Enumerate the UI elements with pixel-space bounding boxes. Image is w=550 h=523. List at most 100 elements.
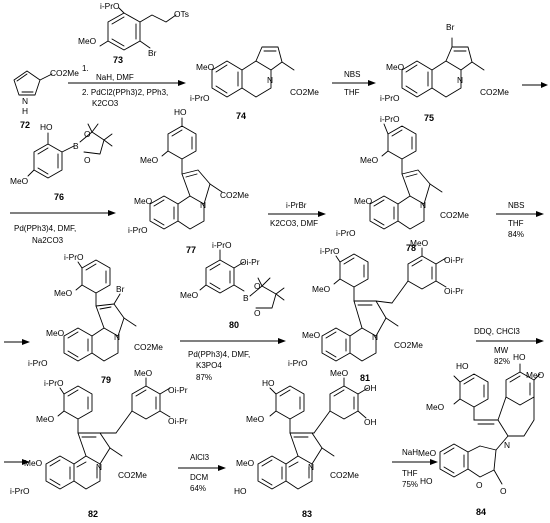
compound-79-isopropoxy: i-PrO bbox=[28, 358, 48, 368]
compound-74-ester: CO2Me bbox=[290, 87, 319, 97]
compound-75-bromo: Br bbox=[446, 22, 455, 32]
step-4-line-2: K2CO3, DMF bbox=[270, 219, 318, 228]
compound-82-ester: CO2Me bbox=[118, 470, 147, 480]
compound-84-nitrogen: N bbox=[504, 440, 510, 450]
step-5-line-2: THF bbox=[508, 219, 524, 228]
compound-84-hydroxy-aryl: HO bbox=[456, 361, 469, 371]
compound-82-methoxy-aryl: MeO bbox=[36, 414, 55, 424]
compound-76: HO MeO B O O 76 bbox=[10, 122, 113, 202]
step-8-line-3: 64% bbox=[190, 484, 206, 493]
compound-77-methoxy-aryl: MeO bbox=[140, 155, 159, 165]
compound-82-label: 82 bbox=[88, 509, 98, 519]
compound-78-methoxy: MeO bbox=[354, 196, 373, 206]
step-7-arrow: DDQ, CHCl3 MW 82% bbox=[474, 327, 544, 366]
compound-73-methoxy: MeO bbox=[78, 36, 97, 46]
compound-82: i-PrO MeO MeO Oi-Pr Oi-Pr MeO i-PrO N CO… bbox=[10, 368, 188, 519]
compound-80-boron: B bbox=[243, 293, 249, 303]
step-3-line-1: Pd(PPh3)4, DMF, bbox=[14, 224, 76, 233]
step-2-line-2: THF bbox=[344, 88, 360, 97]
compound-79-label: 79 bbox=[101, 375, 111, 385]
compound-83-hydroxy-aryl: HO bbox=[262, 378, 275, 388]
step-7-line-2: MW bbox=[494, 346, 509, 355]
compound-76-oxygen-1: O bbox=[84, 129, 91, 139]
step-8-arrow: AlCl3 DCM 64% bbox=[178, 453, 226, 493]
compound-78-isopropoxy: i-PrO bbox=[336, 228, 356, 238]
compound-80-oxygen-2: O bbox=[254, 308, 261, 318]
compound-81-isopropoxy-aryl-2: Oi-Pr bbox=[444, 255, 464, 265]
compound-73-bromo: Br bbox=[148, 48, 157, 58]
step-5-line-1: NBS bbox=[508, 201, 524, 210]
step-9-arrow: NaH THF 75% bbox=[392, 448, 438, 489]
compound-75-nitrogen: N bbox=[457, 75, 463, 85]
compound-77-ester: CO2Me bbox=[220, 190, 249, 200]
compound-78: i-PrO MeO MeO i-PrO N CO2Me 78 bbox=[336, 114, 469, 253]
compound-81-ester: CO2Me bbox=[394, 340, 423, 350]
compound-83-label: 83 bbox=[302, 509, 312, 519]
compound-74-methoxy: MeO bbox=[196, 62, 215, 72]
compound-81-isopropoxy: i-PrO bbox=[288, 358, 308, 368]
compound-76-boron: B bbox=[73, 141, 79, 151]
compound-77-methoxy: MeO bbox=[134, 196, 153, 206]
compound-84-methoxy-aryl: MeO bbox=[426, 402, 445, 412]
compound-81: i-PrO MeO MeO Oi-Pr MeO Oi-Pr i-PrO N CO… bbox=[288, 238, 464, 383]
compound-77: HO MeO MeO i-PrO N CO2Me 77 bbox=[128, 107, 249, 255]
step-1-line-3: 2. PdCl2(PPh3)2, PPh3, bbox=[82, 88, 168, 97]
compound-77-label: 77 bbox=[186, 245, 196, 255]
compound-72-nitrogen: N bbox=[22, 96, 28, 106]
compound-81-methoxy: MeO bbox=[302, 330, 321, 340]
compound-82-isopropoxy-aryl-3: Oi-Pr bbox=[168, 416, 188, 426]
compound-83-hydroxy: HO bbox=[234, 486, 247, 496]
compound-82-methoxy-aryl-2: MeO bbox=[134, 368, 153, 378]
compound-81-methoxy-aryl: MeO bbox=[312, 284, 331, 294]
compound-79-nitrogen: N bbox=[114, 332, 120, 342]
compound-72-ester: CO2Me bbox=[50, 68, 79, 78]
compound-82-methoxy: MeO bbox=[24, 458, 43, 468]
step-6-line-1: Pd(PPh3)4, DMF, bbox=[188, 350, 250, 359]
compound-80-isopropoxy: i-PrO bbox=[212, 240, 232, 250]
compound-78-ester: CO2Me bbox=[440, 210, 469, 220]
compound-80-methoxy: MeO bbox=[180, 290, 199, 300]
compound-79-methoxy: MeO bbox=[46, 328, 65, 338]
compound-72-hydrogen: H bbox=[22, 106, 28, 116]
compound-84: HO MeO HO MeO MeO HO N O O 84 bbox=[418, 352, 545, 517]
compound-83: HO MeO MeO OH MeO OH HO N CO2Me 83 bbox=[234, 368, 377, 519]
compound-73-isopropoxy: i-PrO bbox=[100, 1, 120, 11]
step-6-line-2: K3PO4 bbox=[196, 361, 222, 370]
step-1-line-2: NaH, DMF bbox=[96, 73, 134, 82]
compound-82-isopropoxy-aryl: i-PrO bbox=[44, 378, 64, 388]
step-6-line-3: 87% bbox=[196, 373, 212, 382]
compound-73: i-PrO MeO OTs Br 73 bbox=[78, 1, 189, 65]
compound-75-ester: CO2Me bbox=[480, 87, 509, 97]
step-7-line-1: DDQ, CHCl3 bbox=[474, 327, 520, 336]
compound-75: Br MeO i-PrO N CO2Me 75 bbox=[380, 22, 509, 123]
compound-84-methoxy: MeO bbox=[418, 448, 437, 458]
step-9-line-1: NaH bbox=[402, 448, 418, 457]
compound-77-nitrogen: N bbox=[200, 200, 206, 210]
compound-78-label: 78 bbox=[406, 243, 416, 253]
compound-72: CO2Me N H 72 bbox=[13, 68, 79, 130]
step-1-line-4: K2CO3 bbox=[92, 99, 119, 108]
compound-72-label: 72 bbox=[20, 120, 30, 130]
compound-74-nitrogen: N bbox=[267, 75, 273, 85]
compound-81-methoxy-aryl-2: MeO bbox=[410, 238, 429, 248]
step-4-line-1: i-PrBr bbox=[286, 201, 307, 210]
compound-78-isopropoxy-aryl: i-PrO bbox=[380, 114, 400, 124]
compound-73-tosylate: OTs bbox=[174, 9, 189, 19]
compound-82-isopropoxy: i-PrO bbox=[10, 486, 30, 496]
step-8-line-2: DCM bbox=[190, 473, 209, 482]
compound-84-hydroxy: HO bbox=[420, 476, 433, 486]
compound-74: MeO i-PrO N CO2Me 74 bbox=[190, 46, 319, 121]
step-5-line-3: 84% bbox=[508, 230, 524, 239]
compound-77-isopropoxy: i-PrO bbox=[128, 225, 148, 235]
step-1-arrow: 1. NaH, DMF 2. PdCl2(PPh3)2, PPh3, K2CO3 bbox=[68, 64, 186, 108]
compound-81-isopropoxy-aryl: i-PrO bbox=[320, 246, 340, 256]
compound-77-hydroxy: HO bbox=[174, 107, 187, 117]
step-4-arrow: i-PrBr K2CO3, DMF bbox=[268, 201, 326, 228]
step-3-arrow: Pd(PPh3)4, DMF, Na2CO3 bbox=[10, 210, 116, 245]
compound-81-isopropoxy-aryl-3: Oi-Pr bbox=[444, 286, 464, 296]
compound-81-label: 81 bbox=[360, 373, 370, 383]
continuation-arrow-1 bbox=[522, 82, 548, 88]
compound-75-label: 75 bbox=[424, 113, 434, 123]
compound-80: i-PrO Oi-Pr MeO B O O 80 bbox=[180, 240, 285, 330]
compound-75-methoxy: MeO bbox=[386, 62, 405, 72]
